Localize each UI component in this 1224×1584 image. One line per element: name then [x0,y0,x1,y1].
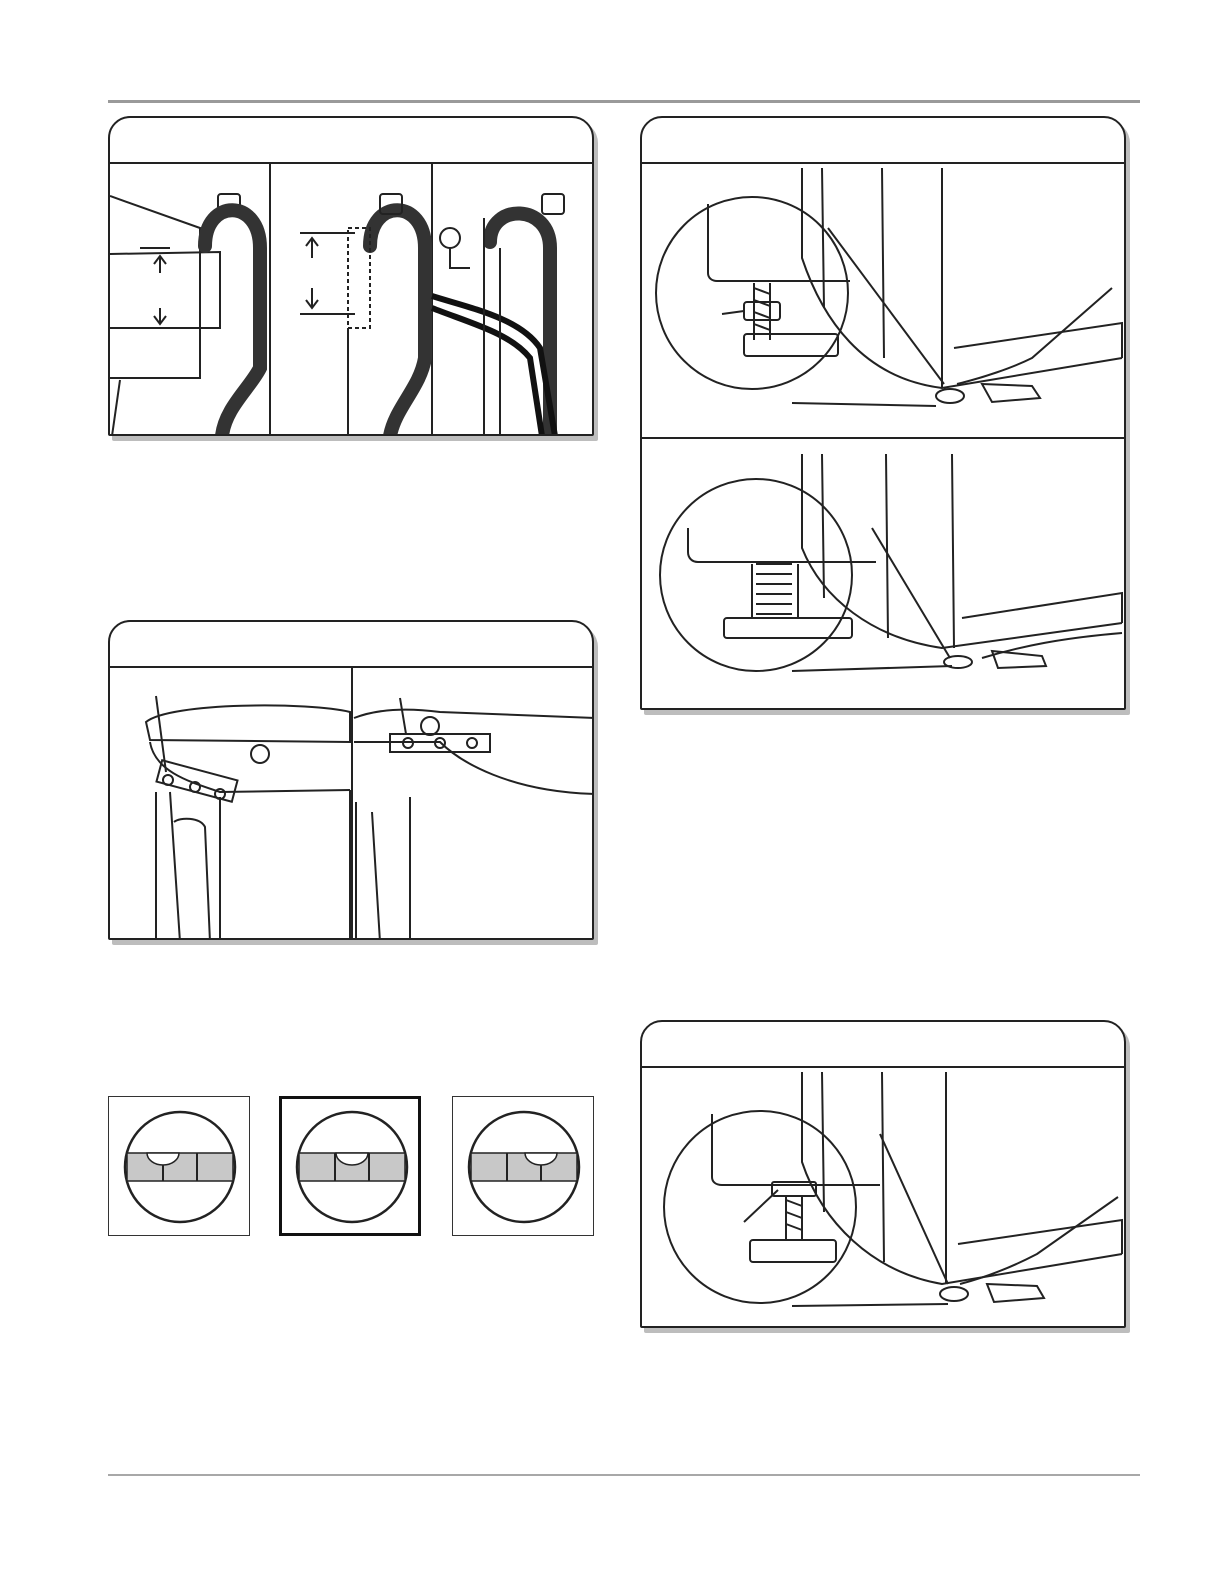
bubble-level-icon [282,1099,424,1239]
lock-nut-illustration [642,1022,1126,1328]
level-check-panel [108,620,594,940]
lock-nut-panel [640,1020,1126,1328]
bubble-level-icon [109,1097,251,1237]
gauge-level [279,1096,421,1236]
gauge-not-level-right [452,1096,594,1236]
gauge-not-level-left [108,1096,250,1236]
bubble-level-icon [453,1097,595,1237]
drain-hose-panel [108,116,594,436]
bottom-rule [108,1474,1140,1476]
washer-level-illustration [110,622,594,940]
drain-hose-illustration [110,118,594,436]
top-rule [108,100,1140,103]
leveling-feet-illustration [642,118,1126,710]
leveling-feet-panel [640,116,1126,710]
